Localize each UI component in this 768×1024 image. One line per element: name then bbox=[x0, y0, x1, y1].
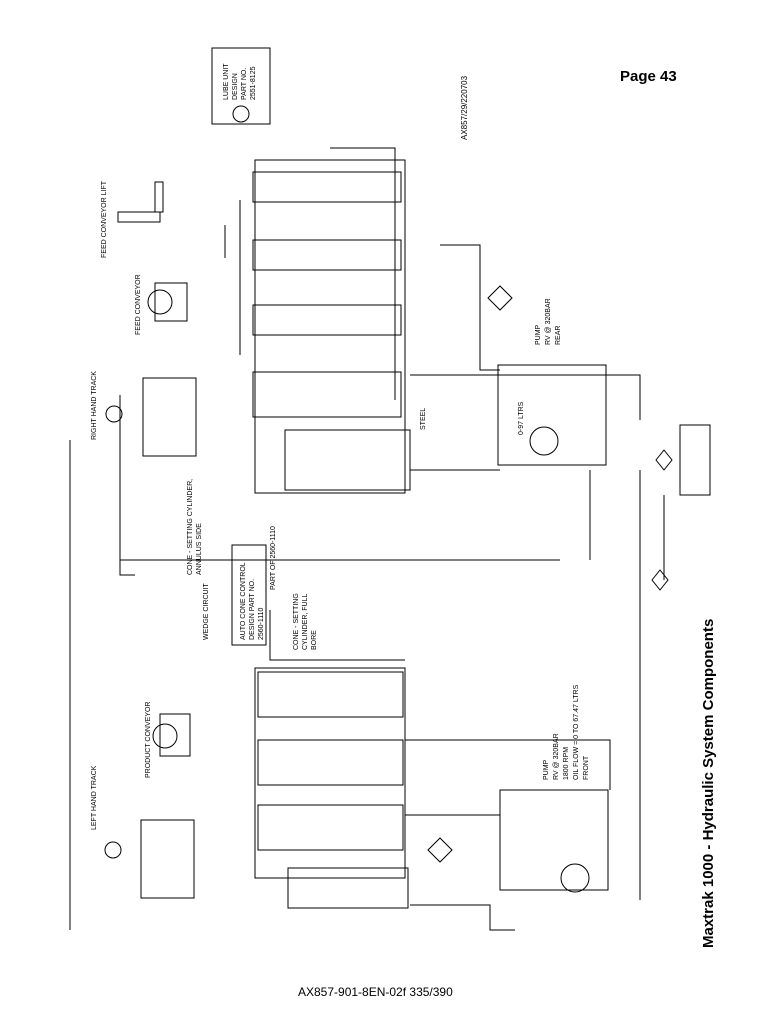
front-pump-symbol bbox=[560, 863, 590, 893]
manifold-lines bbox=[224, 200, 241, 355]
upper-valve-bank bbox=[254, 159, 406, 494]
pressure-line bbox=[410, 374, 641, 420]
cone-annulus-label: CONE - SETTING CYLINDER, ANNULUS SIDE bbox=[187, 477, 203, 575]
return-filter bbox=[487, 285, 513, 311]
left-track-motor bbox=[104, 841, 122, 859]
rear-pump-box bbox=[497, 364, 607, 466]
lower-valve-bank bbox=[254, 667, 406, 879]
steel-line-upper bbox=[440, 244, 500, 371]
valve-section-1 bbox=[252, 171, 402, 203]
rear-pump-label: PUMP RV @ 320BAR REAR bbox=[535, 296, 562, 345]
product-conveyor-motor bbox=[152, 723, 178, 749]
drain-line-2 bbox=[410, 904, 515, 931]
valve-section-2 bbox=[252, 239, 402, 271]
feed-lift-rod bbox=[154, 181, 164, 213]
pump-pressure-lower bbox=[405, 800, 501, 816]
rear-pump-symbol bbox=[529, 426, 559, 456]
cone-full-bore-label: CONE - SETTING CYLINDER, FULL BORE bbox=[293, 591, 318, 650]
lower-filter bbox=[427, 837, 453, 863]
feed-conveyor-lift-label: FEED CONVEYOR LIFT bbox=[101, 180, 108, 258]
lube-unit-box bbox=[211, 47, 271, 125]
cooler-valve bbox=[655, 449, 673, 471]
temp-sensor bbox=[651, 569, 669, 591]
pump-supply-lower bbox=[405, 739, 611, 790]
product-conveyor-motor-box bbox=[159, 713, 191, 757]
valve-inlet-section bbox=[284, 429, 411, 491]
right-track-motor-box bbox=[142, 377, 197, 457]
lower-inlet-section bbox=[287, 867, 409, 909]
lube-unit-label: LUBE UNIT DESIGN PART NO. 2551-8125 bbox=[223, 62, 257, 100]
valve-section-4 bbox=[252, 371, 402, 418]
wedge-circuit-label: WEDGE CIRCUIT bbox=[203, 583, 210, 641]
upper-header bbox=[330, 147, 396, 400]
lower-valve-section-1 bbox=[257, 671, 404, 718]
right-hand-track-label: RIGHT HAND TRACK bbox=[91, 371, 98, 440]
front-pump-label: PUMP RV @ 320BAR 1800 RPM OIL FLOW = 0 T… bbox=[543, 683, 590, 780]
auto-cone-control-label: AUTO CONE CONTROL DESIGN PART NO. 2560-1… bbox=[240, 561, 265, 640]
pump-flow-label: 0-97 LTRS bbox=[518, 401, 525, 435]
page-number: Page 43 bbox=[620, 68, 677, 85]
steel-label: STEEL bbox=[420, 408, 427, 430]
valve-section-3 bbox=[252, 304, 402, 336]
right-track-motor bbox=[105, 405, 123, 423]
part-of-label: PART OF 2560-1110 bbox=[270, 526, 277, 590]
lower-valve-section-3 bbox=[257, 804, 404, 851]
left-track-motor-box bbox=[140, 819, 195, 899]
feed-conveyor-motor-box bbox=[154, 282, 188, 322]
feed-conveyor-motor bbox=[147, 289, 173, 315]
document-footer: AX857-901-8EN-02f 335/390 bbox=[298, 985, 453, 999]
feed-lift-cylinder bbox=[117, 211, 161, 223]
lower-valve-section-2 bbox=[257, 739, 404, 786]
drain-line-1 bbox=[119, 465, 135, 576]
cone-line bbox=[269, 610, 405, 661]
oil-cooler bbox=[679, 424, 711, 496]
front-pump-box bbox=[499, 789, 609, 891]
feed-conveyor-label: FEED CONVEYOR bbox=[135, 274, 142, 335]
auto-cone-control-box bbox=[231, 544, 267, 646]
product-conveyor-label: PRODUCT CONVEYOR bbox=[145, 702, 152, 779]
left-hand-track-label: LEFT HAND TRACK bbox=[91, 765, 98, 830]
lube-pump-symbol bbox=[232, 105, 250, 123]
